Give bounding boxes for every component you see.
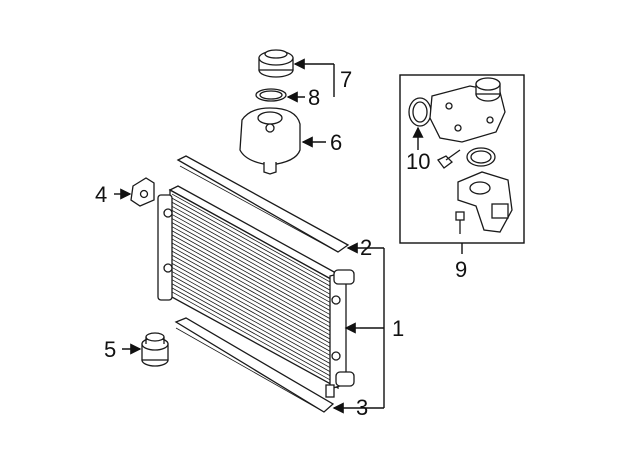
- fin-line: [171, 287, 333, 378]
- fin-line: [171, 210, 333, 300]
- fin-line: [171, 242, 333, 333]
- upper-mount-bracket: [130, 177, 155, 207]
- fin-line: [171, 193, 333, 284]
- water-pump-housing: [429, 77, 506, 143]
- fin-line: [171, 271, 333, 361]
- reservoir-cap: [258, 49, 294, 78]
- callout-4: 4: [95, 182, 107, 207]
- fin-line: [171, 291, 333, 382]
- fin-line: [171, 246, 333, 337]
- fin-line: [171, 263, 333, 353]
- housing-bolt: [455, 211, 465, 234]
- fin-line: [171, 214, 333, 304]
- callout-3: 3: [356, 395, 368, 420]
- water-pump-kit-box: [399, 74, 525, 244]
- fin-line: [171, 226, 333, 317]
- callout-labels: 1 2 3 4 5 6 7 8 9 10: [95, 67, 467, 420]
- coolant-reservoir: [239, 107, 301, 175]
- fin-line: [171, 222, 333, 312]
- fin-line: [171, 250, 333, 341]
- fin-line: [171, 230, 333, 321]
- leader-lines: [114, 58, 463, 414]
- callout-5: 5: [104, 337, 116, 362]
- fin-line: [171, 283, 333, 374]
- lower-mount-bushing: [141, 332, 169, 367]
- pump-gasket: [408, 97, 432, 127]
- fin-line: [171, 197, 333, 288]
- radiator-fins: [171, 193, 333, 382]
- fin-line: [171, 254, 333, 345]
- fin-line: [171, 258, 333, 349]
- pump-bolt: [437, 149, 461, 169]
- callout-9: 9: [455, 257, 467, 282]
- fin-line: [171, 201, 333, 292]
- fin-line: [171, 218, 333, 308]
- fin-line: [171, 238, 333, 329]
- callout-6: 6: [330, 130, 342, 155]
- pump-seal-ring: [466, 147, 496, 167]
- fin-line: [171, 267, 333, 357]
- fin-line: [171, 234, 333, 325]
- fin-line: [171, 279, 333, 370]
- callout-8: 8: [308, 85, 320, 110]
- radiator: [157, 185, 355, 398]
- thermostat-housing: [457, 171, 513, 233]
- callout-2: 2: [360, 235, 372, 260]
- callout-7: 7: [340, 67, 352, 92]
- callout-1: 1: [392, 316, 404, 341]
- cap-o-ring: [255, 88, 287, 102]
- fin-line: [171, 205, 333, 296]
- callout-10: 10: [406, 149, 430, 174]
- fin-line: [171, 275, 333, 365]
